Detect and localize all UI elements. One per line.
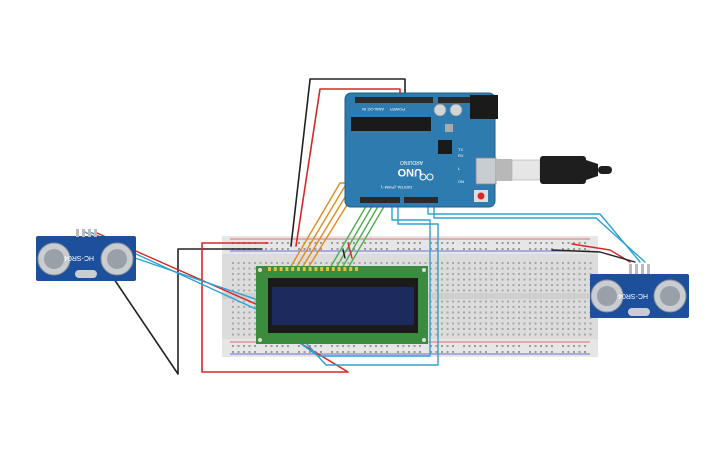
wire-blue-bottom-2[interactable] bbox=[305, 202, 439, 366]
lcd-pin bbox=[268, 267, 271, 271]
lcd-pin bbox=[291, 267, 295, 271]
arduino-analog-label: ANALOG IN bbox=[362, 107, 384, 112]
lcd-pin bbox=[273, 267, 277, 271]
ultrasonic-sensor-left[interactable]: HC-SR04 bbox=[36, 229, 136, 281]
lcd-pin bbox=[349, 267, 353, 271]
lcd-pin bbox=[279, 267, 283, 271]
sensor-left-model: HC-SR04 bbox=[64, 254, 94, 261]
lcd-pin bbox=[320, 267, 324, 271]
wire-black-short-1[interactable] bbox=[342, 249, 346, 259]
lcd-pin bbox=[297, 267, 300, 271]
power-jack[interactable] bbox=[470, 95, 498, 119]
wire-green-4[interactable] bbox=[347, 202, 387, 269]
capacitor-1 bbox=[433, 103, 447, 117]
wire-black-right[interactable] bbox=[551, 249, 636, 263]
header-power bbox=[360, 197, 400, 203]
sensor-left-crystal bbox=[75, 270, 97, 278]
arduino-rx-label: RX bbox=[458, 153, 464, 158]
header-digital-2 bbox=[438, 97, 478, 103]
lcd-pin bbox=[331, 267, 335, 271]
wire-green-1[interactable] bbox=[329, 202, 369, 269]
arduino-l-label: L bbox=[458, 166, 461, 171]
arduino-digital-label: DIGITAL (PWM~) bbox=[380, 185, 412, 190]
wire-red-left-loop[interactable] bbox=[201, 242, 349, 373]
lcd-pin bbox=[343, 267, 347, 271]
lcd-mount-hole bbox=[258, 268, 262, 272]
lcd-pin-header bbox=[268, 267, 358, 271]
wire-green-3[interactable] bbox=[341, 202, 381, 269]
sensor-right-crystal bbox=[628, 308, 650, 316]
usb-chip bbox=[438, 140, 452, 154]
lcd-mount-hole bbox=[422, 268, 426, 272]
capacitor-2 bbox=[449, 103, 463, 117]
arduino-uno-board[interactable]: UNO ARDUINO POWER ANALOG IN DIGITAL (PWM… bbox=[344, 92, 498, 208]
arduino-uno-label: UNO bbox=[397, 166, 422, 178]
arduino-on-label: ON bbox=[458, 179, 464, 184]
lcd-pin bbox=[308, 267, 312, 271]
sensor-left-pins bbox=[76, 229, 97, 237]
wire-blue-right-2[interactable] bbox=[433, 202, 646, 263]
header-analog bbox=[404, 197, 438, 203]
arduino-power-label: POWER bbox=[390, 107, 405, 112]
arduino-infinity-logo bbox=[419, 173, 434, 181]
reset-button-cap[interactable] bbox=[477, 192, 485, 200]
atmega-chip bbox=[351, 117, 431, 131]
arduino-brand-label: ARDUINO bbox=[400, 159, 423, 165]
lcd-screen bbox=[272, 287, 414, 325]
wires bbox=[84, 78, 646, 375]
lcd-pin bbox=[337, 267, 341, 271]
wire-black-top[interactable] bbox=[290, 78, 406, 247]
header-digital bbox=[355, 97, 433, 103]
lcd-pin bbox=[285, 267, 289, 271]
sensor-right-model: HC-SR04 bbox=[618, 292, 648, 299]
lcd-pin bbox=[326, 267, 329, 271]
wire-blue-right-1[interactable] bbox=[427, 202, 641, 263]
lcd-pin bbox=[302, 267, 306, 271]
arduino-tx-label: TX bbox=[458, 147, 463, 152]
lcd-mount-hole bbox=[422, 338, 426, 342]
ultrasonic-sensor-right[interactable]: HC-SR04 bbox=[590, 264, 689, 318]
lcd-mount-hole bbox=[258, 338, 262, 342]
wire-red-short-1[interactable] bbox=[347, 242, 353, 259]
lcd-16x2[interactable] bbox=[256, 266, 428, 344]
crystal bbox=[445, 124, 453, 132]
sensor-right-pins bbox=[629, 264, 650, 274]
usb-port[interactable] bbox=[475, 157, 497, 185]
wire-green-2[interactable] bbox=[335, 202, 375, 269]
lcd-pin bbox=[355, 267, 358, 271]
usb-cable[interactable] bbox=[496, 156, 612, 184]
lcd-pin bbox=[314, 267, 318, 271]
wire-black-left-sensor[interactable] bbox=[113, 248, 263, 375]
